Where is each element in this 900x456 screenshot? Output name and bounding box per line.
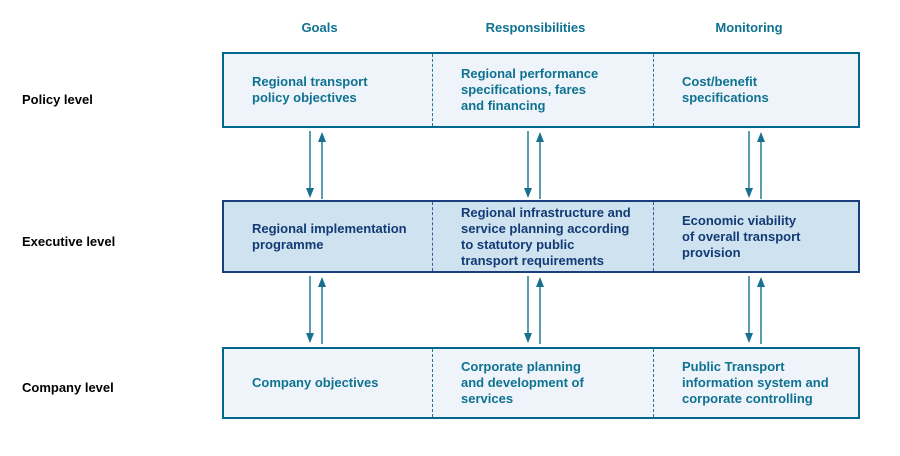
column-header-monitoring: Monitoring xyxy=(715,20,783,35)
column-header-responsibilities: Responsibilities xyxy=(485,20,586,35)
cell-executive-responsibilities: Regional infrastructure and service plan… xyxy=(433,202,654,271)
bidirectional-arrows-policy-executive-responsibilities xyxy=(524,131,544,199)
company-level-box: Company objectives Corporate planning an… xyxy=(222,347,860,419)
cell-company-monitoring: Public Transport information system and … xyxy=(682,359,829,406)
bidirectional-arrows-policy-executive-monitoring xyxy=(745,131,765,199)
cell-policy-goals: Regional transport policy objectives xyxy=(224,54,433,126)
cell-policy-responsibilities: Regional performance specifications, far… xyxy=(433,54,654,126)
policy-level-box: Regional transport policy objectives Reg… xyxy=(222,52,860,128)
bidirectional-arrows-policy-executive-goals xyxy=(306,131,326,199)
cell-executive-monitoring: Economic viability of overall transport … xyxy=(682,212,801,260)
bidirectional-arrows-executive-company-goals xyxy=(306,276,326,344)
cell-executive-goals: Regional implementation programme xyxy=(224,202,433,271)
bidirectional-arrows-executive-company-responsibilities xyxy=(524,276,544,344)
cell-company-goals: Company objectives xyxy=(224,349,433,417)
cell-policy-monitoring: Cost/benefit specifications xyxy=(682,74,769,105)
row-label-policy-level: Policy level xyxy=(22,92,93,107)
bidirectional-arrows-executive-company-monitoring xyxy=(745,276,765,344)
executive-level-box: Regional implementation programme Region… xyxy=(222,200,860,273)
row-label-executive-level: Executive level xyxy=(22,234,116,249)
row-label-company-level: Company level xyxy=(22,380,114,395)
column-header-goals: Goals xyxy=(301,20,338,35)
cell-company-responsibilities: Corporate planning and development of se… xyxy=(433,349,654,417)
